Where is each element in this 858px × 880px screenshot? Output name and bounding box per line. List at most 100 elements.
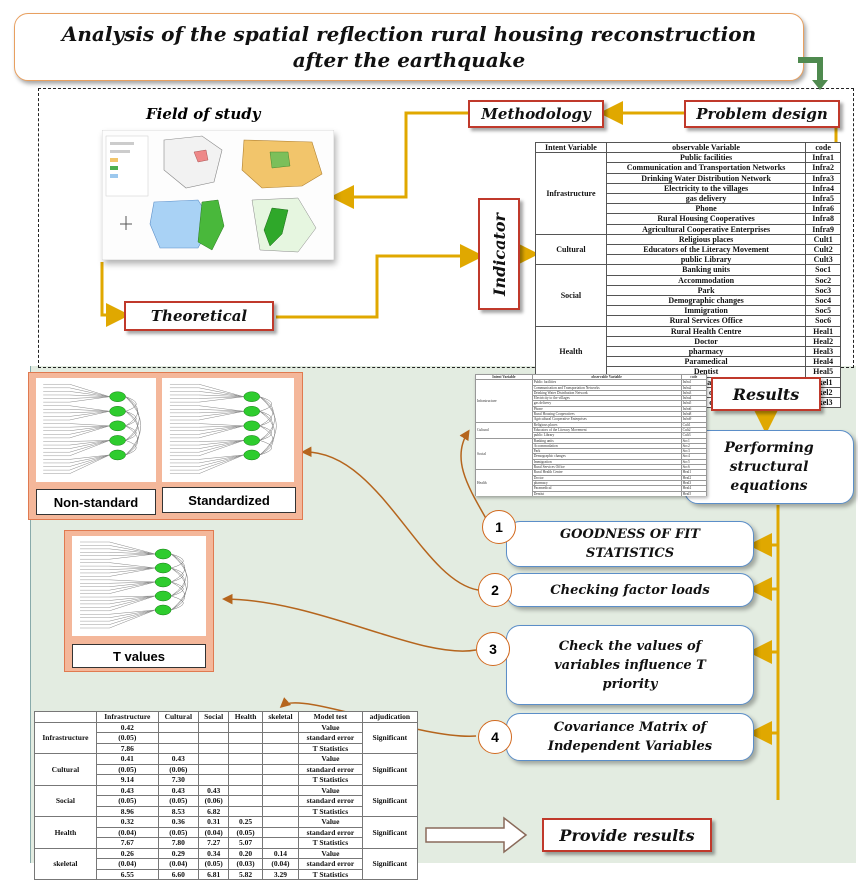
- loading-line: [198, 423, 244, 427]
- observable-variable-cell: Accommodation: [605, 274, 807, 286]
- loading-line: [69, 440, 110, 446]
- results-cell: 0.42: [95, 721, 159, 733]
- observable-variable-cell: Rural Health Centre: [605, 325, 807, 337]
- results-cell: standard error: [298, 763, 363, 775]
- step-1-box: GOODNESS OF FIT STATISTICS: [506, 521, 754, 567]
- results-cell: 7.27: [197, 837, 230, 849]
- loading-line: [69, 425, 110, 439]
- covariance-arc: [259, 396, 277, 456]
- adjudication-cell: Significant: [361, 816, 419, 849]
- loading-line: [69, 440, 110, 453]
- results-cell: Value: [298, 784, 363, 796]
- code-cell: Heal2: [805, 335, 841, 348]
- results-cell: Value: [298, 847, 363, 859]
- latent-node: [109, 449, 126, 461]
- observable-variable-cell: Drinking Water Distribution Network: [605, 172, 807, 184]
- loading-line: [198, 425, 244, 435]
- covariance-arc: [125, 396, 139, 427]
- intent-variable-cell: Health: [535, 325, 607, 378]
- mini-cell: Heal5: [680, 490, 707, 496]
- results-cell: T Statistics: [298, 805, 363, 817]
- observable-variable-cell: Park: [605, 284, 807, 297]
- code-cell: Soc5: [805, 305, 841, 317]
- results-cell: [261, 742, 300, 754]
- step-4-number: 4: [478, 720, 512, 754]
- loading-line: [198, 440, 244, 457]
- results-cell: Value: [298, 753, 363, 765]
- loading-line: [69, 411, 110, 417]
- results-cell: [261, 721, 300, 733]
- covariance-arc: [125, 425, 139, 456]
- loading-line: [69, 454, 110, 474]
- latent-node: [243, 420, 261, 432]
- mini-header: code: [680, 374, 707, 381]
- results-cell: 0.14: [261, 847, 300, 859]
- results-cell: [228, 774, 263, 786]
- problem-design-label: Problem design: [684, 100, 840, 128]
- loading-line: [69, 454, 110, 467]
- results-cell: [261, 784, 300, 796]
- results-cell: [261, 732, 300, 744]
- observable-variable-cell: pharmacy: [605, 346, 807, 358]
- code-cell: Heal5: [805, 366, 841, 378]
- results-cell: 6.82: [197, 805, 230, 817]
- mini-cell: Cultural: [475, 421, 533, 439]
- non-standard-label: Non-standard: [36, 489, 156, 515]
- results-header: Model test: [298, 711, 363, 723]
- results-cell: [228, 753, 263, 765]
- indicator-header: code: [805, 141, 841, 154]
- indicator-text: Indicator: [489, 212, 509, 296]
- intent-variable-cell: Social: [535, 264, 607, 327]
- code-cell: Soc3: [805, 284, 841, 297]
- loading-line: [69, 440, 110, 442]
- covariance-arc: [259, 425, 274, 456]
- observable-variable-cell: Doctor: [605, 335, 807, 348]
- latent-node: [154, 562, 172, 574]
- results-cell: [197, 742, 230, 754]
- loading-line: [198, 440, 244, 453]
- latent-node: [243, 391, 261, 402]
- covariance-arc: [259, 411, 273, 427]
- results-row-variable: Social: [34, 784, 97, 817]
- results-cell: [228, 721, 263, 733]
- loading-line: [69, 425, 110, 435]
- loading-line: [198, 396, 244, 399]
- loading-line: [109, 565, 156, 569]
- loading-line: [198, 409, 244, 412]
- results-cell: 0.26: [95, 847, 159, 859]
- step-3-box: Check the values of variables influence …: [506, 625, 754, 705]
- results-cell: [261, 805, 300, 817]
- results-cell: T Statistics: [298, 837, 363, 849]
- observable-variable-cell: Demographic changes: [605, 295, 807, 307]
- code-cell: Infra4: [805, 182, 841, 195]
- code-cell: Infra9: [805, 223, 841, 235]
- covariance-arc: [171, 581, 186, 611]
- loading-line: [69, 387, 110, 397]
- covariance-arc: [171, 553, 186, 583]
- covariance-arc: [171, 567, 186, 597]
- loading-line: [69, 384, 110, 397]
- loading-line: [69, 454, 110, 471]
- loading-line: [109, 595, 156, 612]
- results-cell: Value: [298, 816, 363, 828]
- results-cell: 9.14: [95, 774, 159, 786]
- observable-variable-cell: Banking units: [605, 264, 807, 276]
- results-cell: T Statistics: [298, 868, 363, 880]
- loading-line: [198, 405, 244, 412]
- loading-line: [109, 595, 156, 601]
- code-cell: Soc2: [805, 274, 841, 286]
- observable-variable-cell: Rural Housing Cooperatives: [605, 213, 807, 225]
- results-cell: (0.05): [228, 826, 263, 838]
- covariance-arc: [171, 595, 184, 611]
- results-cell: 3.29: [261, 868, 300, 880]
- covariance-arc: [259, 396, 273, 412]
- results-cell: [261, 774, 300, 786]
- covariance-arc: [259, 425, 273, 441]
- loading-line: [109, 562, 156, 569]
- results-cell: standard error: [298, 732, 363, 744]
- results-cell: [261, 753, 300, 765]
- results-row-variable: Cultural: [34, 753, 97, 786]
- diagram-title: Analysis of the spatial reflection rural…: [14, 13, 804, 81]
- adjudication-cell: Significant: [361, 753, 419, 786]
- loading-line: [198, 454, 244, 467]
